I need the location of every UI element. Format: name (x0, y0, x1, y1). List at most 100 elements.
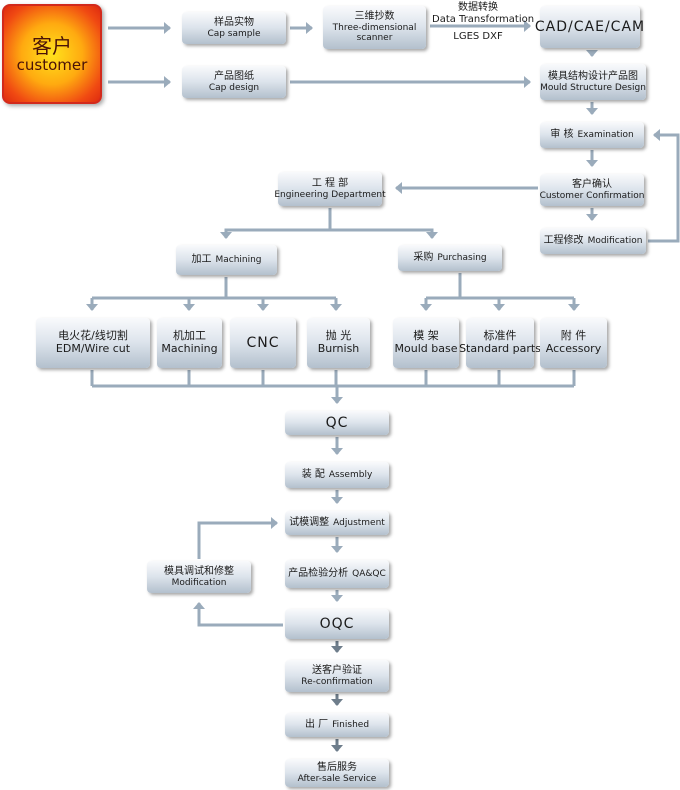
arrow-oqc-to-mould-modification-arrowhead (193, 602, 205, 609)
finished-node: 出 厂 Finished (285, 713, 389, 737)
assembly-node: 装 配 Assembly (285, 462, 389, 488)
arrow-examination-to-confirmation-arrowhead (586, 160, 598, 167)
edm-label-en: EDM/Wire cut (55, 342, 131, 355)
data-transformation-en: Data Transformation (432, 13, 535, 25)
standard-parts-node: 标准件 Standard parts (459, 318, 541, 368)
mould-design-label-en: Mould Structure Design (540, 82, 646, 93)
cap-sample-label-zh: 样品实物 (214, 17, 254, 29)
mould-design-label-zh: 模具结构设计产品图 (548, 71, 638, 83)
arrow-engineering-to-machining-arrowhead (220, 232, 232, 239)
arrow-qa-to-oqc-arrowhead (331, 595, 343, 602)
data-transformation-zh: 数据转换 (458, 2, 498, 13)
arrow-confirmation-to-engineering-arrowhead (395, 182, 402, 194)
arrow-assembly-to-adjustment-arrowhead (331, 497, 343, 504)
arrow-mould-modification-to-adjustment (197, 521, 277, 559)
burnish-node: 抛 光 Burnish (307, 318, 370, 368)
mould-base-node: 模 架 Mould base (393, 318, 459, 368)
standard-parts-label-zh: 标准件 (483, 329, 517, 343)
arrow-reconfirmation-to-finished-arrowhead (331, 699, 343, 706)
arrow-oqc-to-reconfirmation-arrowhead (331, 646, 343, 653)
cap-design-label-en: Cap design (208, 82, 260, 93)
accessory-label-en: Accessory (545, 342, 602, 355)
qc-label: QC (325, 414, 349, 431)
cnc-node: CNC (230, 318, 296, 368)
burnish-label-zh: 抛 光 (325, 329, 352, 343)
reconfirmation-label-zh: 送客户验证 (312, 665, 362, 677)
arrow-cad-to-mould-design-arrowhead (586, 50, 598, 57)
mould-design-node: 模具结构设计产品图 Mould Structure Design (540, 64, 646, 100)
examination-label-en: Examination (577, 129, 634, 140)
arrow-mould-modification-to-adjustment-arrowhead (271, 517, 278, 529)
mould-modification-label-zh: 模具调试和修整 (164, 566, 234, 578)
qa-qc-label-en: QA&QC (352, 568, 386, 579)
machining-group-label-zh: 加工 (191, 254, 212, 266)
qa-qc-label-zh: 产品检验分析 (288, 568, 349, 580)
cad-cae-cam-node: CAD/CAE/CAM (535, 6, 644, 48)
purchasing-node: 采购 Purchasing (398, 245, 502, 271)
scanner-node: 三维抄数 Three-dimensional scanner (323, 6, 426, 49)
arrow-to-standard-parts-arrowhead (493, 304, 505, 311)
cnc-label: CNC (246, 334, 280, 351)
arrow-oqc-to-mould-modification (197, 603, 283, 627)
purchasing-label-zh: 采购 (413, 252, 434, 264)
after-sale-label-zh: 售后服务 (317, 762, 357, 774)
adjustment-label-en: Adjustment (333, 517, 385, 528)
scanner-label-en-2: scanner (356, 33, 393, 44)
arrow-to-mould-base-arrowhead (420, 304, 432, 311)
burnish-label-en: Burnish (317, 342, 360, 355)
purchasing-label-en: Purchasing (437, 252, 487, 263)
cap-sample-label-en: Cap sample (207, 28, 261, 39)
edm-label-zh: 电火花/线切割 (58, 329, 128, 343)
machining-node: 机加工 Machining (157, 318, 222, 368)
mould-base-label-en: Mould base (394, 342, 458, 355)
arrow-engineering-to-purchasing-arrowhead (426, 232, 438, 239)
arrow-customer-to-cap-design-arrowhead (164, 76, 171, 88)
standard-parts-label-en: Standard parts (459, 342, 541, 355)
customer-node: 客户 customer (2, 4, 102, 104)
qa-qc-node: 产品检验分析 QA&QC (285, 560, 389, 588)
customer-label-en: customer (16, 55, 88, 74)
arrow-adjustment-to-qa-arrowhead (331, 546, 343, 553)
finished-label-en: Finished (332, 719, 370, 730)
finished-label-zh: 出 厂 (304, 719, 329, 731)
adjustment-label-zh: 试模调整 (289, 517, 330, 529)
loop-modification-to-examination-arrowhead (653, 129, 660, 141)
arrow-to-edm-arrowhead (86, 304, 98, 311)
oqc-node: OQC (285, 609, 389, 639)
examination-label-zh: 审 核 (550, 129, 574, 141)
engineering-department-node: 工 程 部 Engineering Department (274, 172, 386, 206)
machining-group-label-en: Machining (215, 254, 262, 265)
customer-confirmation-node: 客户确认 Customer Confirmation (540, 174, 644, 206)
arrow-qc-to-assembly-arrowhead (331, 448, 343, 455)
file-formats-label: LGES DXF (453, 31, 503, 42)
reconfirmation-label-en: Re-confirmation (301, 676, 373, 687)
oqc-label: OQC (319, 615, 355, 632)
edm-node: 电火花/线切割 EDM/Wire cut (36, 318, 150, 368)
examination-node: 审 核 Examination (540, 122, 644, 148)
arrow-customer-to-cap-sample-arrowhead (164, 22, 171, 34)
cap-sample-node: 样品实物 Cap sample (182, 12, 286, 44)
assembly-label-zh: 装 配 (301, 469, 325, 481)
arrow-to-cnc-arrowhead (257, 304, 269, 311)
engineering-department-label-zh: 工 程 部 (311, 178, 349, 190)
arrow-confirmation-to-modification-arrowhead (586, 214, 598, 221)
mould-modification-node: 模具调试和修整 Modification (147, 561, 251, 593)
arrow-to-burnish-arrowhead (330, 304, 342, 311)
assembly-label-en: Assembly (328, 469, 373, 480)
engineering-modification-label-zh: 工程修改 (543, 235, 584, 247)
cap-design-label-zh: 产品图纸 (214, 71, 254, 83)
mould-modification-label-en: Modification (171, 577, 227, 588)
arrow-merge-to-qc-arrowhead (331, 397, 343, 404)
mould-base-label-zh: 模 架 (413, 329, 439, 343)
scanner-label-zh: 三维抄数 (354, 11, 395, 23)
engineering-department-label-en: Engineering Department (274, 189, 386, 200)
arrow-to-machining-arrowhead (183, 304, 195, 311)
customer-confirmation-label-zh: 客户确认 (572, 179, 612, 191)
engineering-modification-node: 工程修改 Modification (540, 228, 646, 254)
data-transformation-label: 数据转换 Data Transformation (432, 2, 535, 25)
adjustment-node: 试模调整 Adjustment (285, 511, 389, 535)
cad-cae-cam-label: CAD/CAE/CAM (534, 18, 646, 35)
customer-label-zh: 客户 (32, 33, 72, 58)
